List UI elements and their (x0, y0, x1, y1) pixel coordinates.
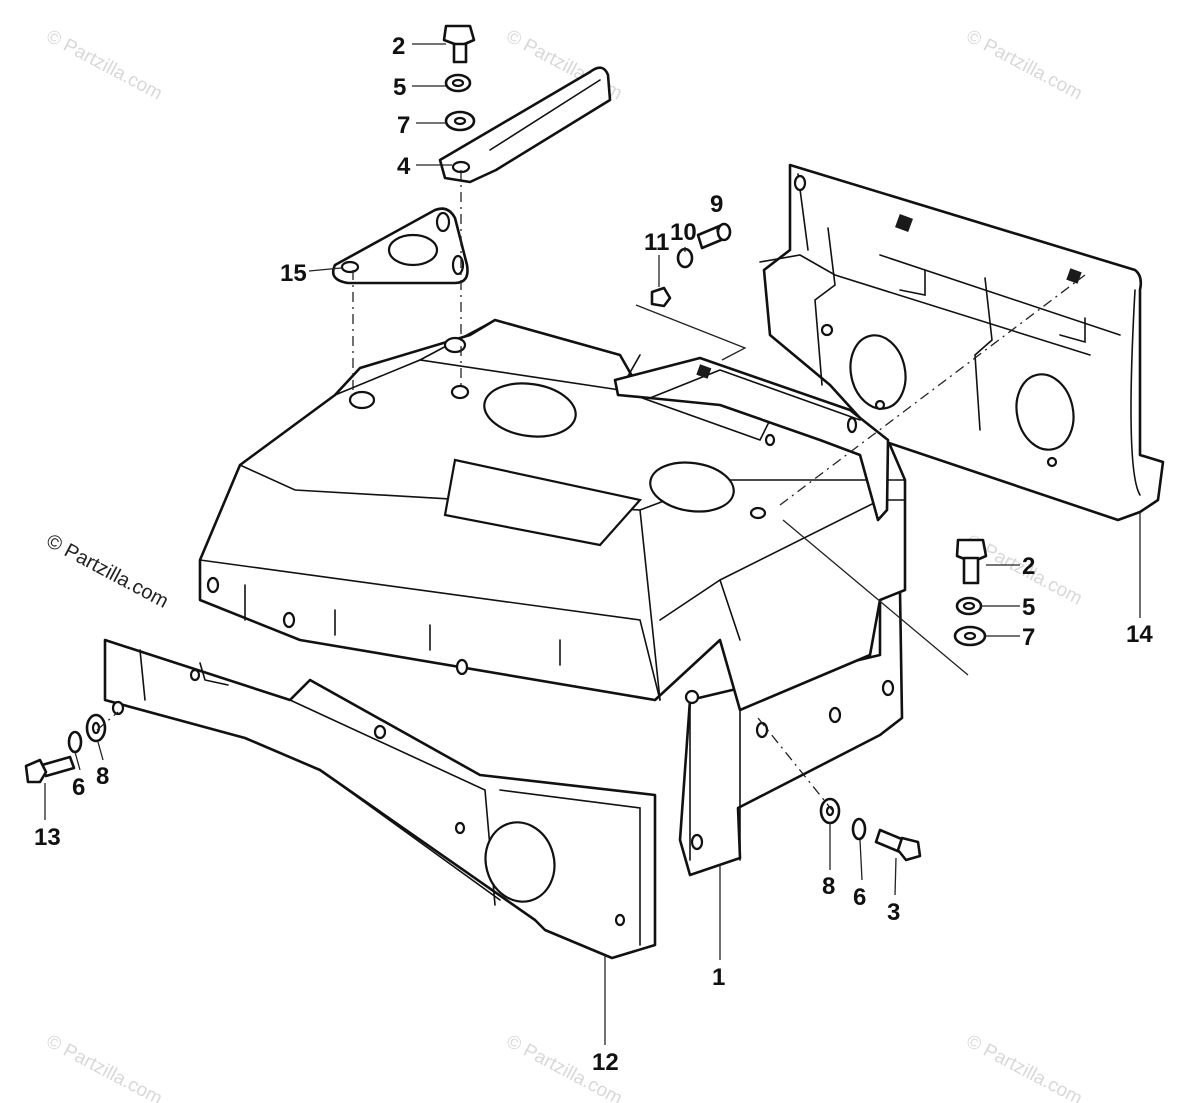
assembly-center-lines (96, 170, 1086, 811)
part-9-bolt (696, 222, 732, 250)
callout-13: 13 (34, 824, 61, 851)
part-5-lock-washer-top (444, 73, 472, 93)
part-13-bolt (24, 755, 76, 784)
part-14-rear-bracket (759, 163, 1165, 522)
callout-14: 14 (1126, 621, 1153, 648)
callout-11: 11 (644, 229, 669, 256)
part-15-triangle-plate (331, 207, 469, 285)
watermark-bottom-right: © Partzilla.com (963, 1031, 1086, 1103)
callout-8-left: 8 (96, 763, 109, 790)
part-3-bolt (874, 828, 922, 862)
callout-leaders (44, 43, 1141, 1045)
callout-6-right: 6 (853, 884, 866, 911)
part-6-lock-washer-right (851, 817, 867, 841)
part-7-washer-right (953, 625, 987, 647)
callout-6-left: 6 (72, 774, 85, 801)
part-8-washer-right (819, 797, 841, 825)
part-12-lower-bracket (103, 638, 657, 960)
callout-12: 12 (592, 1049, 619, 1076)
part-6-lock-washer-left (67, 730, 83, 754)
watermark-top-left: © Partzilla.com (43, 26, 166, 105)
part-1-main-housing (198, 318, 907, 877)
watermark-copyright-dark: © Partzilla.com (43, 530, 172, 613)
callout-1: 1 (712, 964, 725, 991)
callout-15: 15 (280, 260, 307, 287)
callout-numbers: 2 5 7 4 15 9 10 11 2 5 7 14 1 12 13 6 8 … (34, 33, 1153, 1076)
part-2-bolt-right (955, 538, 988, 585)
part-5-lock-washer-right (955, 596, 983, 616)
callout-2-top: 2 (392, 33, 405, 60)
callout-3: 3 (887, 899, 900, 926)
callout-7-right: 7 (1022, 624, 1035, 651)
watermark-top-right: © Partzilla.com (963, 26, 1086, 105)
callout-10: 10 (670, 219, 697, 246)
callout-5-right: 5 (1022, 594, 1035, 621)
watermark-bottom-left: © Partzilla.com (43, 1031, 166, 1103)
callout-9: 9 (710, 191, 723, 218)
callout-4: 4 (397, 153, 411, 180)
part-8-washer-left (85, 713, 107, 743)
callout-8-right: 8 (822, 873, 835, 900)
part-2-bolt-top (442, 24, 476, 64)
callout-5-top: 5 (393, 74, 406, 101)
callout-2-right: 2 (1022, 553, 1035, 580)
callout-7-top: 7 (397, 112, 410, 139)
part-11-nut (650, 286, 672, 308)
part-7-washer-top (444, 110, 476, 132)
